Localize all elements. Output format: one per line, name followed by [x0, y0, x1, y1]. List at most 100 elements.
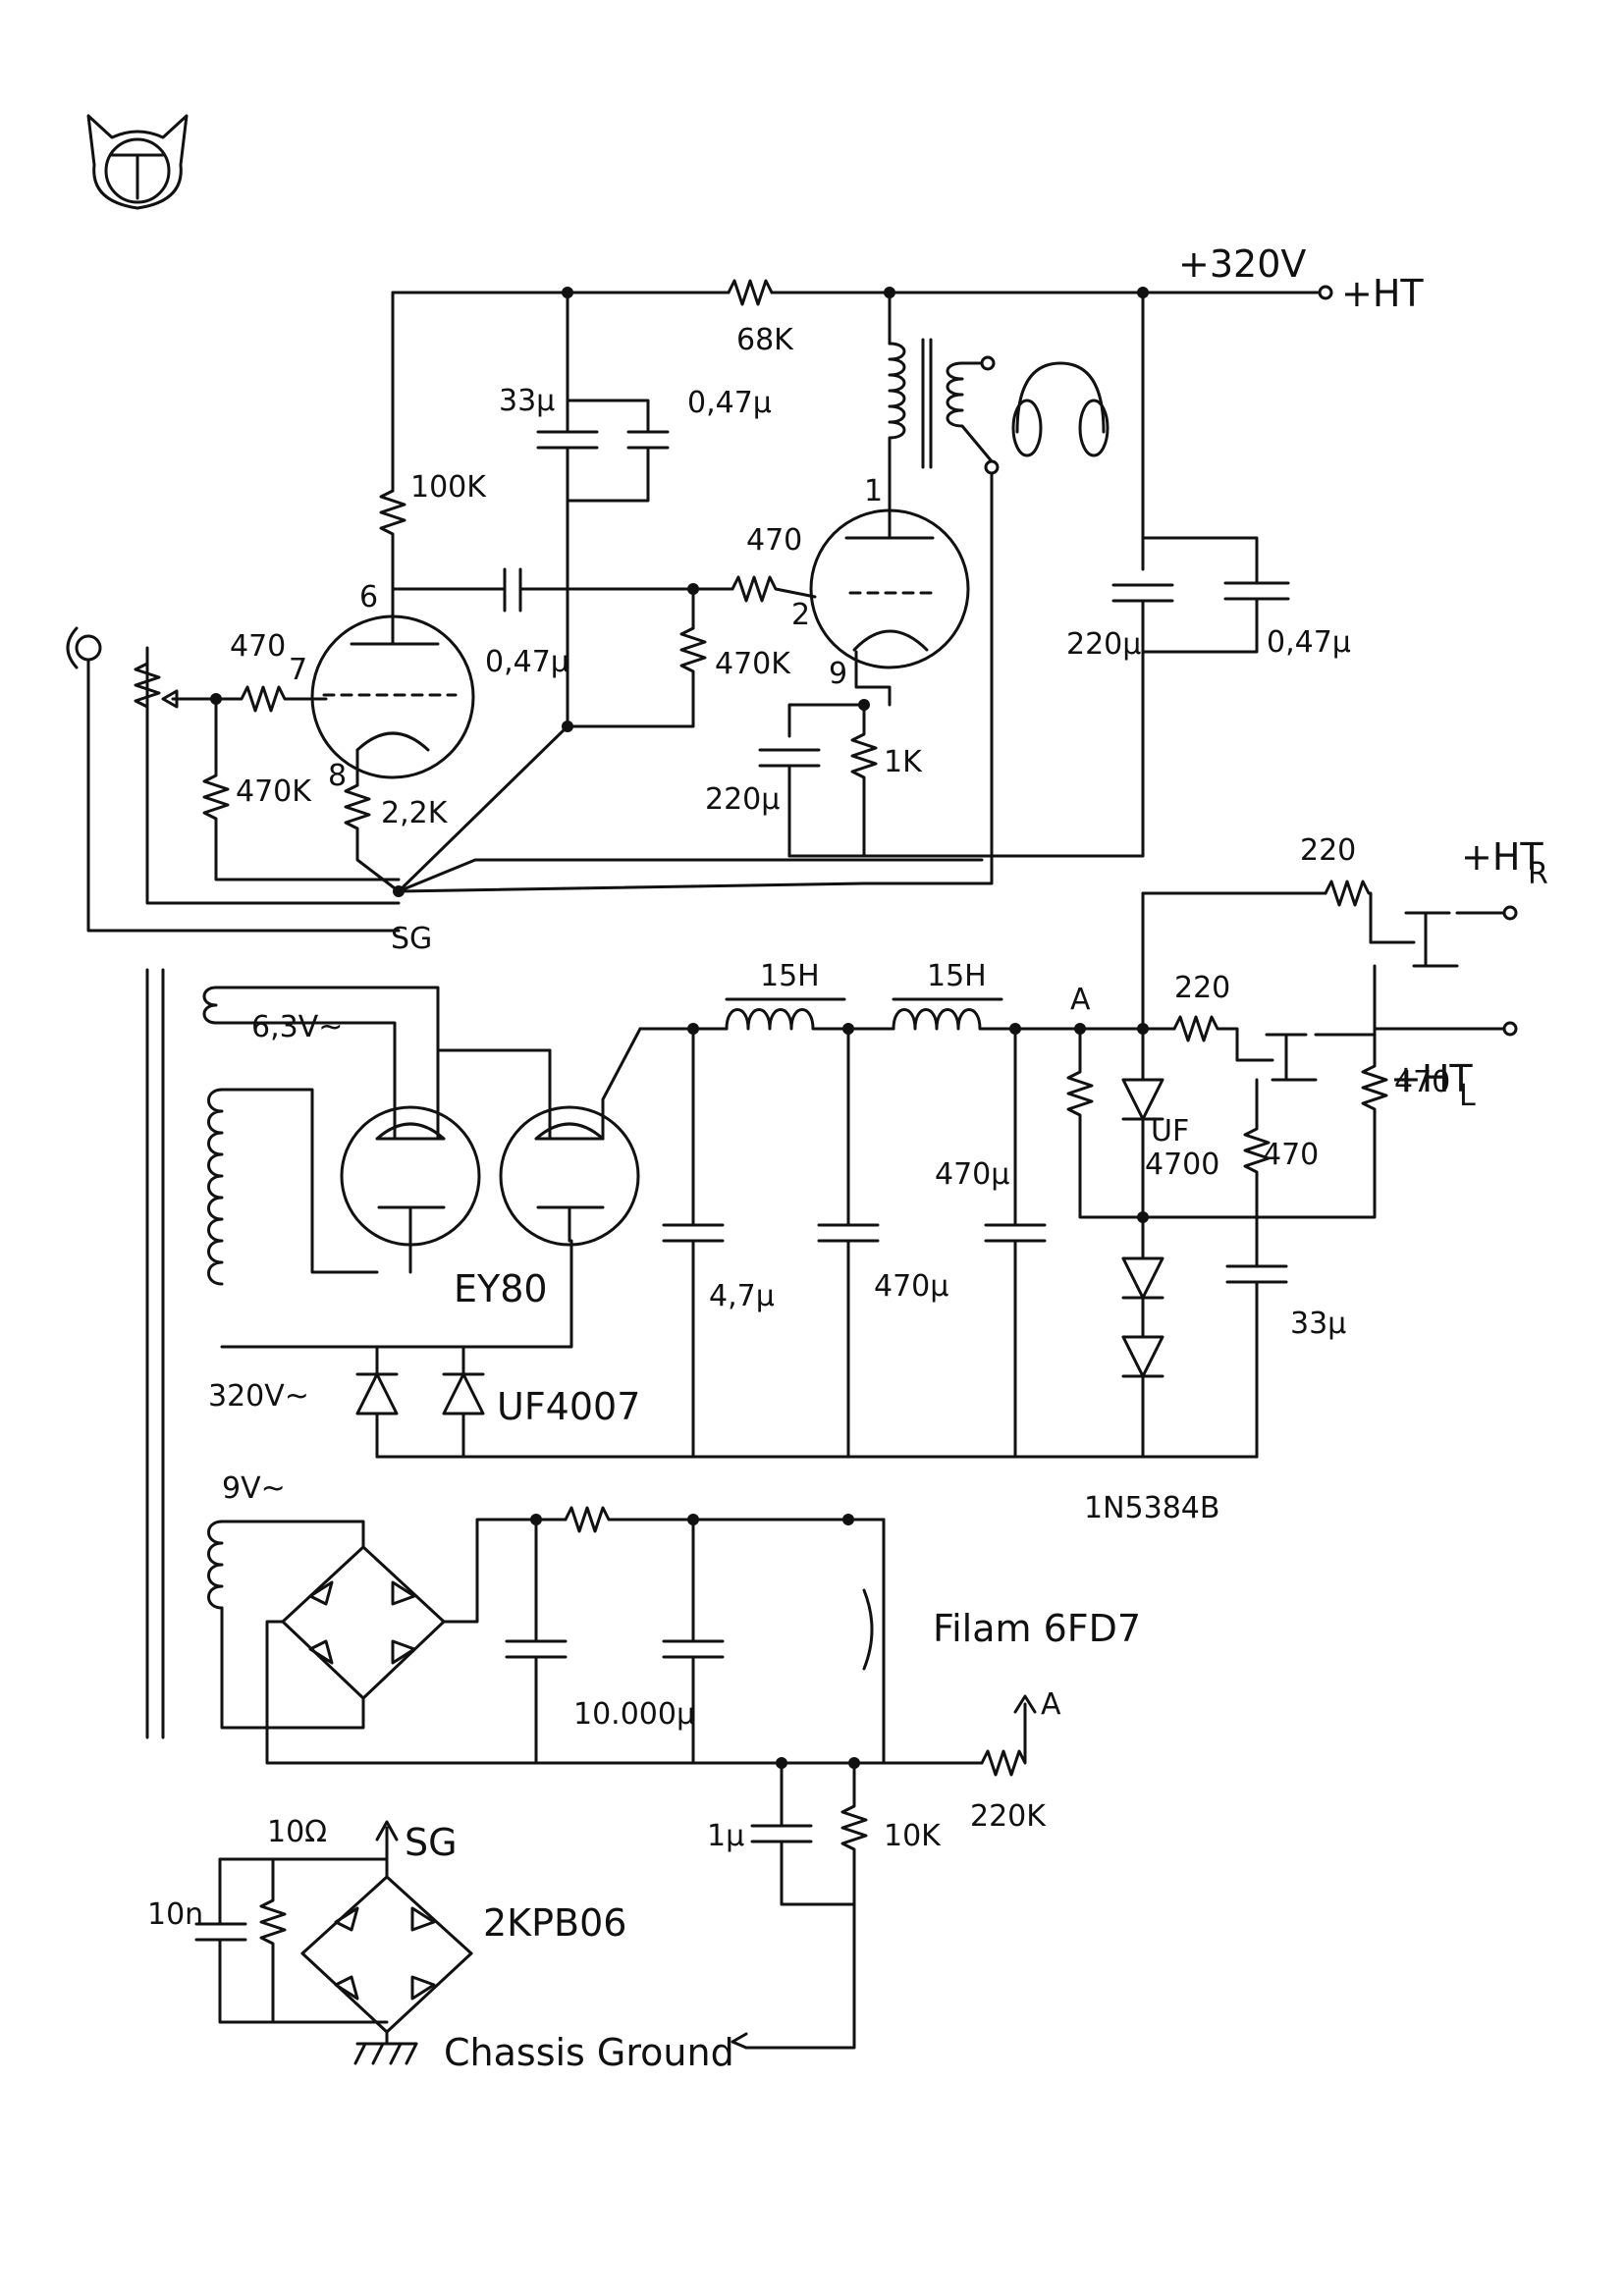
label-uf4700-2: 4700 — [1145, 1148, 1219, 1182]
ht-supply-section — [145, 880, 1518, 1739]
label-filam: Filam 6FD7 — [933, 1607, 1141, 1650]
capacitor-220u-cath — [758, 748, 821, 768]
label-33u-zener: 33µ — [1290, 1307, 1346, 1341]
resistor-10-ohm — [259, 1857, 287, 2024]
label-470-l: 470 — [1394, 1065, 1450, 1099]
resistor-22k — [344, 783, 401, 893]
label-470k-grid: 470K — [715, 647, 791, 681]
label-sg2: SG — [405, 1821, 458, 1864]
label-320v-ac: 320V~ — [208, 1379, 309, 1414]
resistor-10k — [744, 1761, 868, 2050]
filament-supply-section — [207, 1506, 1037, 2050]
heater-filament — [862, 1588, 874, 1671]
label-470u-1: 470µ — [874, 1269, 948, 1304]
label-htl: +HT — [1390, 1057, 1473, 1100]
diode-uf4700 — [1121, 1078, 1164, 1219]
label-6v3: 6,3V~ — [251, 1010, 343, 1044]
label-1n5384b: 1N5384B — [1084, 1491, 1219, 1525]
volume-potentiometer — [134, 662, 161, 709]
resistor-1k — [850, 703, 878, 858]
label-9v: 9V~ — [222, 1471, 286, 1506]
label-pin2: 2 — [791, 598, 810, 632]
label-1k: 1K — [884, 745, 923, 779]
schematic-labels: +320V +HT 68K 33µ 0,47µ 100K 470 1 2 6 7… — [147, 242, 1548, 2074]
resistor-470-mid — [1243, 1078, 1271, 1219]
label-chassis-ground: Chassis Ground — [444, 2031, 734, 2074]
choke-15h-2 — [892, 1008, 1003, 1031]
ground-lift-section — [194, 1820, 473, 2065]
ey80-tube-2 — [499, 1105, 640, 1247]
zener-1n5384b-b — [1121, 1335, 1164, 1459]
label-15h-2: 15H — [927, 959, 987, 993]
label-pin7: 7 — [289, 653, 307, 687]
choke-15h-1 — [725, 1008, 846, 1031]
label-470-grid2: 470 — [746, 523, 802, 558]
resistor-470k-grid — [566, 626, 707, 728]
label-15h-1: 15H — [760, 959, 820, 993]
capacitor-047-coupling — [503, 567, 522, 613]
resistor-470-grid2 — [731, 575, 817, 603]
resistor-470-input — [190, 685, 328, 713]
label-2kpb06: 2KPB06 — [483, 1901, 626, 1945]
label-220-r: 220 — [1300, 833, 1356, 868]
label-22k: 2,2K — [381, 796, 449, 830]
label-ht: +HT — [1341, 272, 1424, 315]
mosfet-l — [1235, 1033, 1318, 1082]
label-pin9: 9 — [829, 657, 847, 691]
chassis-ground-icon — [353, 2030, 418, 2065]
label-uf4700-1: UF — [1151, 1114, 1189, 1148]
label-220u-cath: 220µ — [705, 782, 780, 817]
amplifier-section — [66, 279, 1333, 933]
label-470k-pot: 470K — [236, 774, 312, 809]
label-047-coupling: 0,47µ — [485, 645, 569, 679]
bridge-rectifier-9v — [281, 1545, 446, 1700]
label-uf4007: UF4007 — [497, 1385, 640, 1428]
resistor-100k — [379, 489, 406, 591]
mosfet-r — [1369, 911, 1459, 968]
bridge-rectifier-2kpb06 — [334, 1906, 436, 2001]
resistor-470-l — [1255, 1033, 1388, 1219]
zener-1n5384b-a — [1121, 1256, 1164, 1300]
label-100k: 100K — [410, 470, 487, 505]
resistor-220-r — [1324, 880, 1373, 944]
diode-uf4007-b — [442, 1345, 485, 1459]
label-68k: 68K — [736, 323, 794, 357]
label-node-a2: A — [1041, 1687, 1061, 1722]
label-1u: 1µ — [707, 1819, 744, 1853]
label-ey80: EY80 — [454, 1267, 548, 1310]
label-220k: 220K — [970, 1799, 1047, 1834]
label-pin1: 1 — [864, 474, 883, 508]
label-220u-ht: 220µ — [1066, 627, 1141, 662]
label-htr-sub: R — [1528, 857, 1548, 891]
label-pin6: 6 — [359, 580, 378, 614]
resistor-220-l — [1172, 1015, 1239, 1062]
label-220-l: 220 — [1174, 971, 1230, 1005]
label-10k: 10K — [884, 1819, 942, 1853]
label-33u-top: 33µ — [499, 384, 555, 418]
input-jack-icon — [75, 634, 102, 662]
label-470u-2: 470µ — [935, 1157, 1009, 1192]
capacitor-33u-top — [536, 430, 599, 450]
label-htl-sub: L — [1459, 1079, 1476, 1113]
diode-uf4007-a — [355, 1345, 399, 1459]
cat-head-logo-icon — [86, 114, 189, 210]
label-470-mid: 470 — [1263, 1138, 1319, 1172]
label-10-ohm: 10Ω — [267, 1815, 327, 1849]
label-047-ht: 0,47µ — [1267, 625, 1351, 660]
label-htr: +HT — [1461, 835, 1543, 879]
label-sg: SG — [391, 922, 432, 956]
headphones-icon — [1011, 361, 1110, 457]
label-047-top: 0,47µ — [687, 386, 772, 420]
resistor-470k-input — [202, 697, 401, 881]
label-node-a: A — [1070, 983, 1091, 1017]
label-10000u: 10.000µ — [573, 1697, 695, 1732]
label-v320: +320V — [1178, 242, 1306, 286]
output-transformer — [888, 342, 906, 512]
label-10n: 10n — [147, 1897, 203, 1932]
label-pin8: 8 — [328, 759, 347, 793]
resistor-filament — [564, 1506, 886, 1533]
resistor-68k — [727, 279, 774, 306]
label-47u: 4,7µ — [709, 1279, 775, 1313]
resistor-220k — [980, 1702, 1027, 1777]
